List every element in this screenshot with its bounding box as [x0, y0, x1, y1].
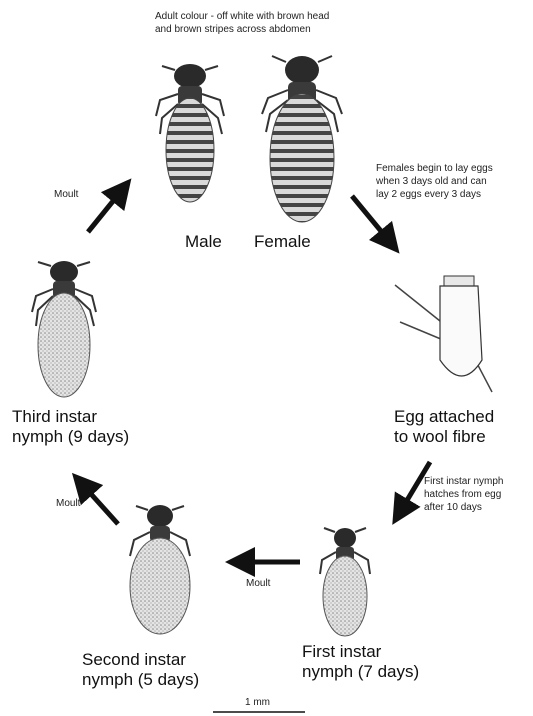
second-instar-label: Second instar nymph (5 days) [82, 650, 199, 691]
egg-label: Egg attached to wool fibre [394, 407, 494, 448]
first-instar-nymph-illustration [320, 528, 370, 636]
second-instar-nymph-illustration [130, 505, 190, 634]
first-instar-label: First instar nymph (7 days) [302, 642, 419, 683]
arrow-third-to-male [88, 190, 122, 232]
adult-colour-note: Adult colour - off white with brown head… [155, 10, 329, 36]
arrow-female-to-egg [352, 196, 390, 242]
third-instar-nymph-illustration [32, 261, 96, 397]
third-instar-label: Third instar nymph (9 days) [12, 407, 129, 448]
female-louse-illustration [262, 56, 342, 222]
male-label: Male [185, 232, 222, 252]
male-louse-illustration [156, 64, 224, 202]
moult-label-bottom: Moult [246, 577, 270, 590]
scale-bar-label: 1 mm [245, 696, 270, 709]
arrow-second-to-third [82, 484, 118, 524]
moult-label-top: Moult [54, 188, 78, 201]
egg-illustration [395, 276, 492, 392]
female-egg-laying-note: Females begin to lay eggs when 3 days ol… [376, 162, 493, 201]
first-instar-hatch-note: First instar nymph hatches from egg afte… [424, 475, 503, 514]
female-label: Female [254, 232, 311, 252]
moult-label-left: Moult [56, 497, 80, 510]
